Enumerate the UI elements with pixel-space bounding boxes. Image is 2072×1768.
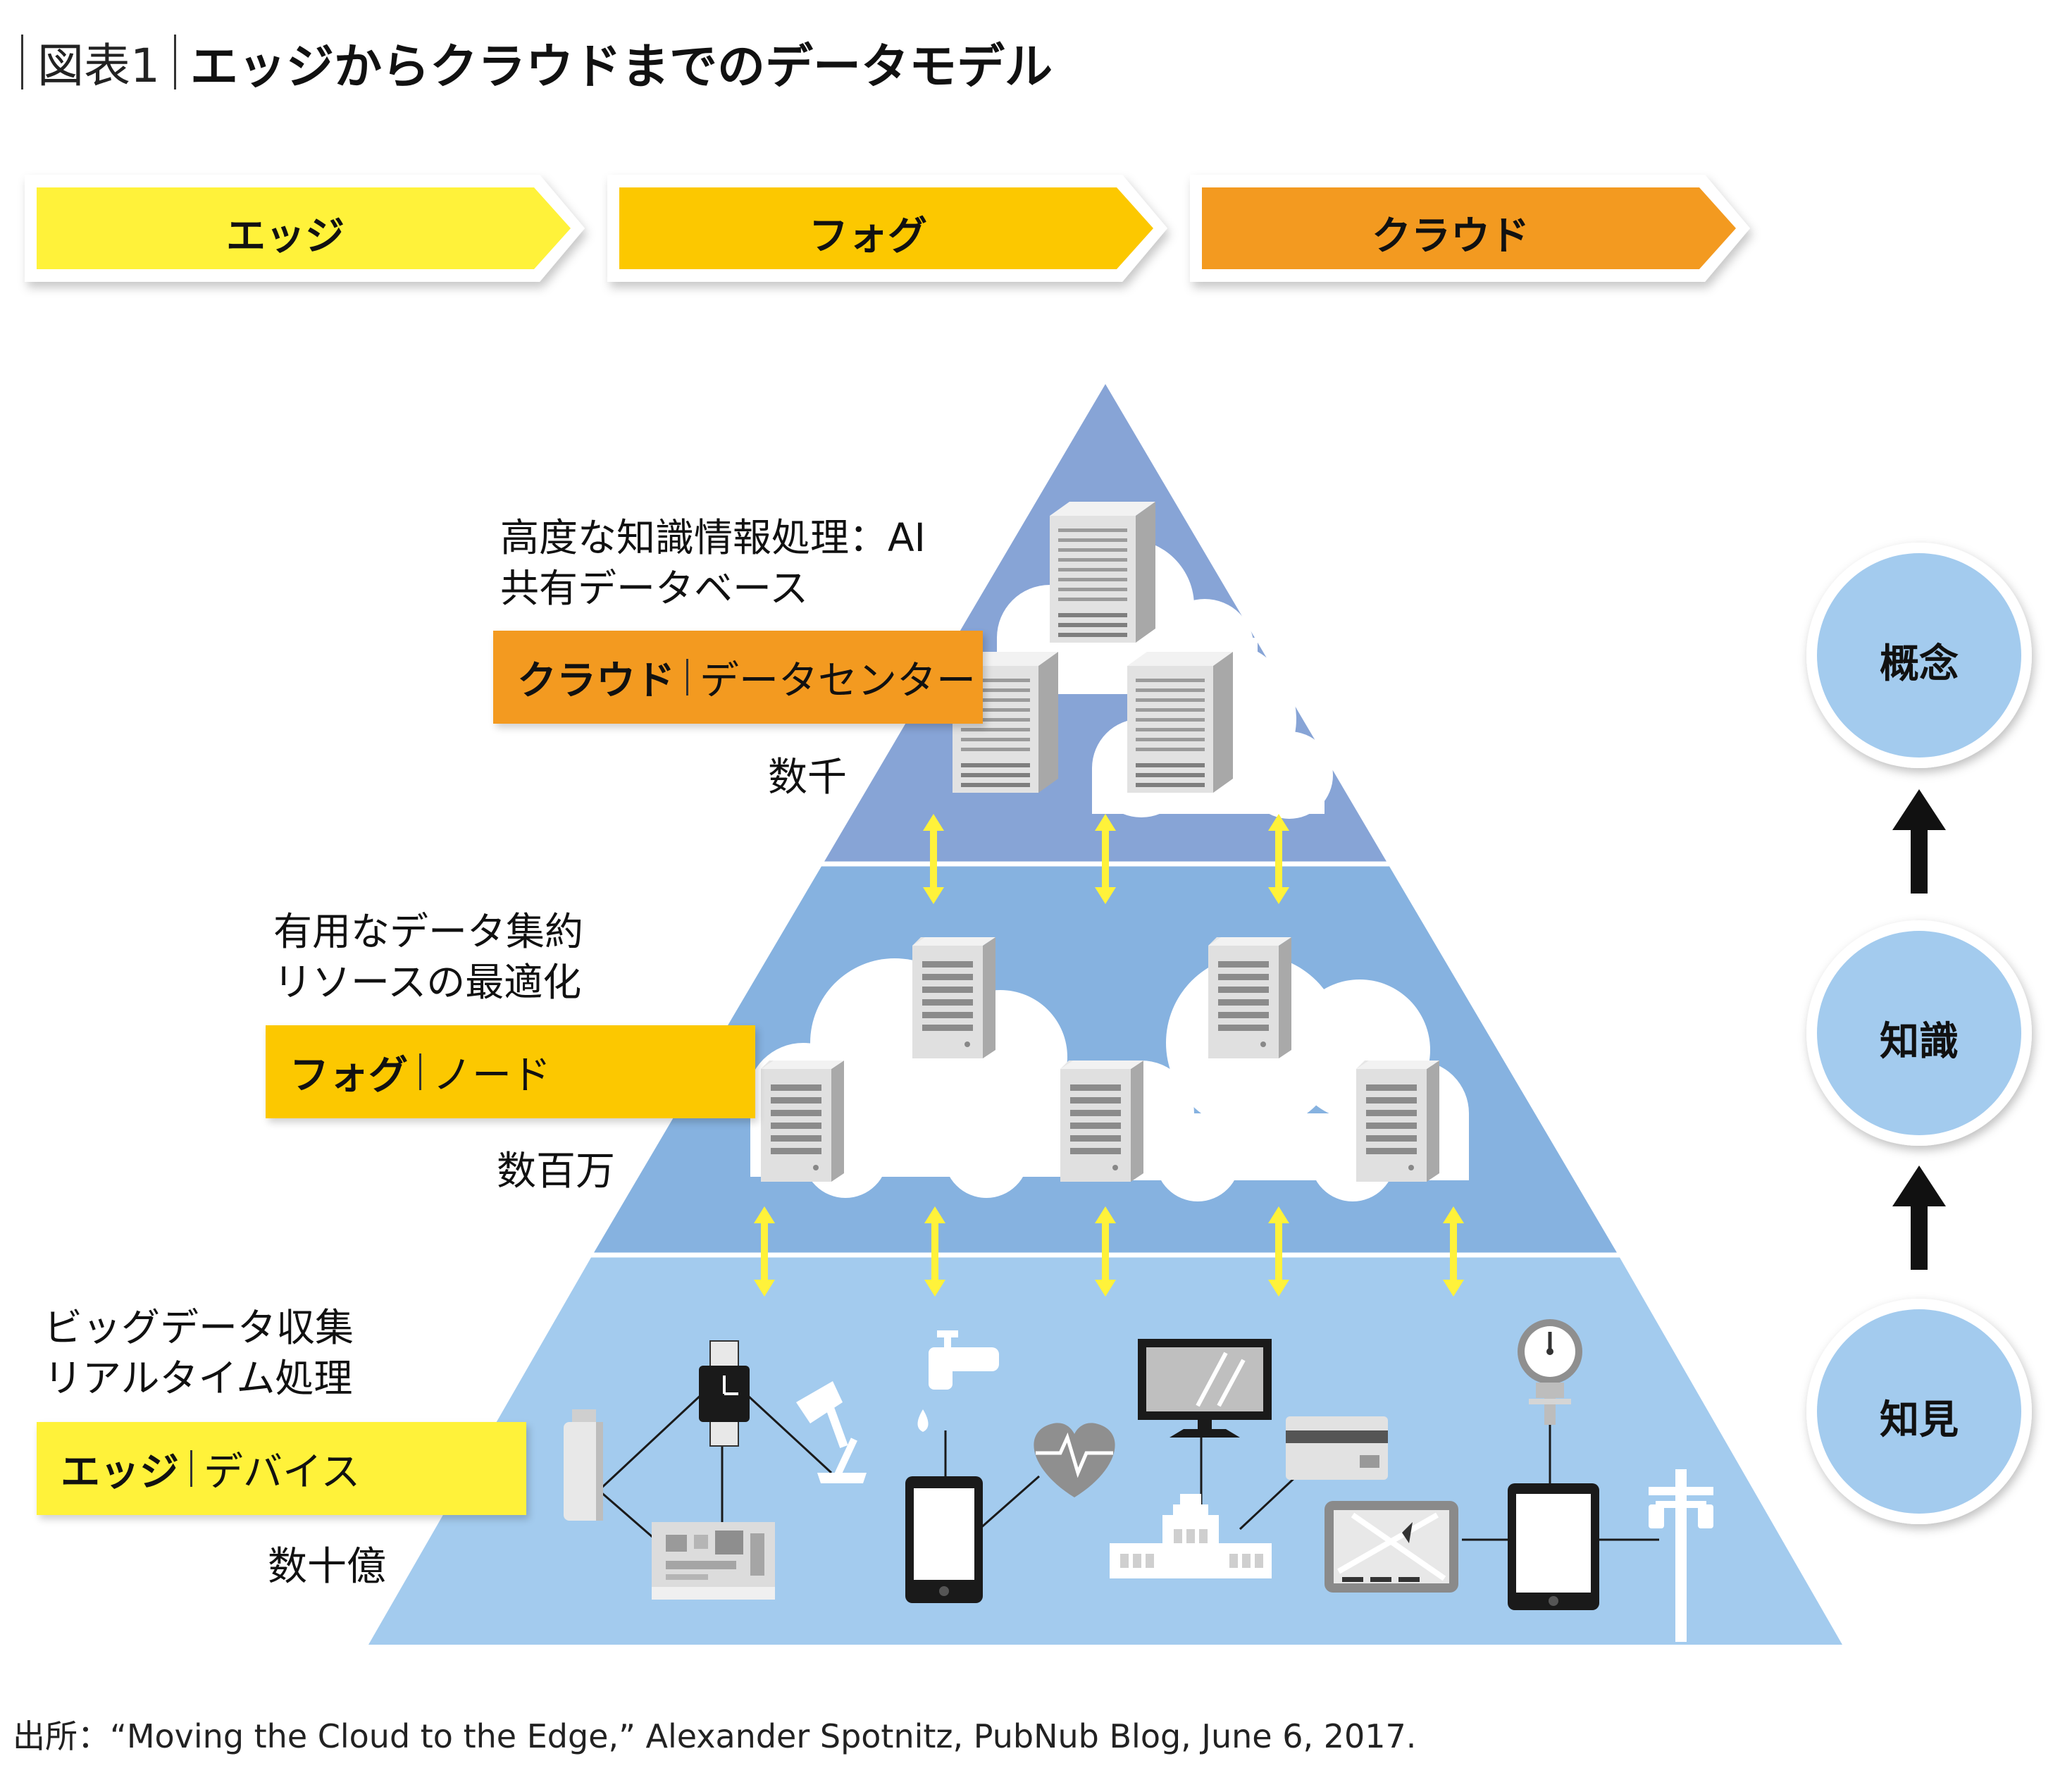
edge-stage-fill — [37, 187, 571, 269]
knowledge-circle — [1817, 931, 2021, 1135]
up-arrow-icon — [1892, 789, 1946, 894]
figure-heading: エッジからクラウドまでのデータモデル — [190, 39, 1053, 95]
smartwatch-icon — [699, 1340, 750, 1447]
fog-desc-line2: リソースの最適化 — [273, 960, 582, 1005]
server-building-icon — [1127, 652, 1233, 793]
edge-tier-tag: エッジ デバイス — [37, 1422, 526, 1515]
fog-tier-tag: フォグ ノード — [266, 1025, 755, 1118]
desk-lamp-icon — [796, 1381, 867, 1483]
cloud-tier-count: 数千 — [768, 755, 847, 800]
concept-circle — [1817, 553, 2021, 758]
server-rack-icon — [1356, 1061, 1439, 1182]
edge-desc-line1: ビッグデータ収集 — [44, 1305, 354, 1350]
smartphone-icon — [905, 1476, 983, 1603]
figure-number: 図表1 — [37, 39, 160, 93]
usb-stick-icon — [564, 1409, 603, 1521]
building-icon — [1110, 1494, 1272, 1578]
credit-card-icon — [1286, 1416, 1388, 1480]
fog-tag-type: ノード — [433, 1052, 551, 1099]
cloud-desc-line2: 共有データベース — [500, 566, 809, 611]
fog-tier-description: 有用なデータ集約 リソースの最適化 — [273, 906, 583, 1008]
hierarchy-knowledge: 知識 — [1880, 1019, 1959, 1065]
stage-label-fog: フォグ — [809, 214, 927, 259]
cloud-desc-line1: 高度な知識情報処理：AI — [500, 515, 926, 560]
cloud-tier-tag: クラウド データセンター — [493, 631, 983, 724]
stage-label-cloud: クラウド — [1372, 214, 1530, 259]
insight-circle — [1817, 1309, 2021, 1514]
fog-tier-count: 数百万 — [497, 1149, 615, 1194]
tag-divider — [190, 1450, 192, 1487]
cloud-tag-name: クラウド — [517, 657, 675, 704]
edge-desc-line2: リアルタイム処理 — [44, 1356, 353, 1401]
fog-stage-fill — [619, 187, 1153, 269]
hierarchy-insight: 知見 — [1880, 1397, 1959, 1443]
server-rack-icon — [912, 937, 995, 1058]
television-icon — [1138, 1339, 1272, 1438]
gps-navigator-icon — [1325, 1501, 1458, 1593]
cloud-stage-fill — [1202, 187, 1736, 269]
source-note: 出所：“Moving the Cloud to the Edge,” Alexa… — [13, 1717, 1417, 1755]
server-rack-icon — [1060, 1061, 1143, 1182]
edge-tier-count: 数十億 — [268, 1544, 386, 1590]
fog-tag-name: フォグ — [290, 1052, 408, 1099]
heart-rate-icon — [1034, 1423, 1115, 1497]
cloud-tag-type: データセンター — [700, 657, 976, 704]
hierarchy-graphic — [1806, 543, 2032, 1524]
fog-desc-line1: 有用なデータ集約 — [273, 909, 584, 954]
circuit-board-icon — [652, 1522, 775, 1600]
faucet-icon — [917, 1330, 999, 1432]
stage-arrows — [25, 175, 1750, 282]
server-rack-icon — [1208, 937, 1291, 1058]
server-rack-icon — [761, 1061, 844, 1182]
tag-divider — [686, 659, 688, 696]
utility-pole-icon — [1649, 1469, 1713, 1642]
stage-label-edge: エッジ — [226, 214, 345, 259]
up-arrow-icon — [1892, 1166, 1946, 1270]
hierarchy-concept: 概念 — [1880, 641, 1959, 687]
tag-divider — [419, 1053, 421, 1090]
cloud-tier-description: 高度な知識情報処理：AI 共有データベース — [500, 512, 926, 614]
edge-tag-type: デバイス — [204, 1449, 361, 1495]
edge-tag-name: エッジ — [61, 1449, 179, 1495]
pressure-gauge-icon — [1518, 1319, 1582, 1425]
tablet-icon — [1508, 1483, 1599, 1610]
server-building-icon — [1050, 502, 1155, 643]
title-divider — [174, 35, 176, 89]
figure-title: 図表1 エッジからクラウドまでのデータモデル — [21, 27, 1053, 97]
edge-tier-description: ビッグデータ収集 リアルタイム処理 — [44, 1302, 354, 1404]
title-divider — [21, 35, 23, 89]
